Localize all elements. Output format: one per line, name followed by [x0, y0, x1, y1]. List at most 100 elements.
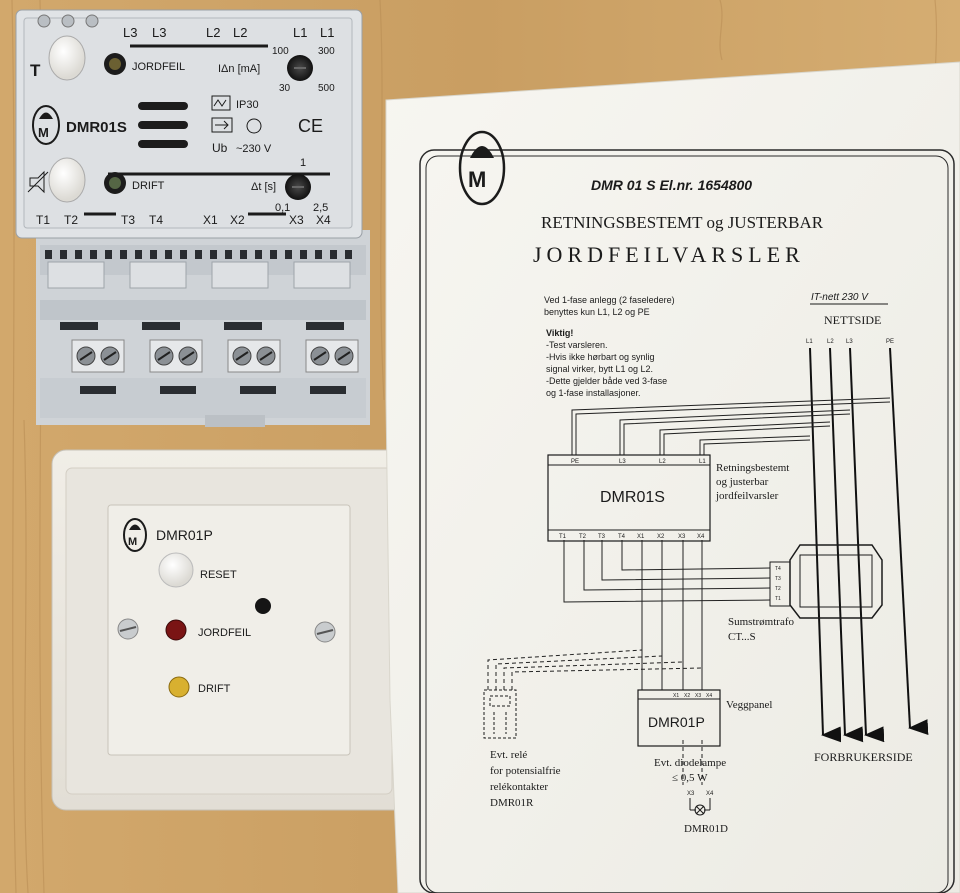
doc-viktig: og 1-fase installasjoner.	[546, 388, 641, 398]
doc-network: IT-nett 230 V	[811, 292, 869, 303]
current-transformer	[769, 544, 883, 619]
ce-mark: CE	[298, 116, 323, 136]
idn-label: IΔn [mA]	[218, 63, 260, 75]
din-bottom-terminal: X4	[316, 213, 331, 227]
dt-value: 1	[300, 157, 306, 169]
dt-label: Δt [s]	[251, 181, 276, 193]
test-button[interactable]	[48, 35, 86, 81]
terminal-screws-row	[71, 339, 359, 373]
relay-label: relékontakter	[490, 781, 548, 793]
doc-viktig: -Hvis ikke hørbart og synlig	[546, 352, 655, 362]
diagram-dmr01s-box	[547, 454, 711, 542]
panel-terminal: X2	[684, 693, 690, 699]
svg-text:M: M	[38, 125, 49, 140]
temperature-symbol-icon	[246, 118, 262, 134]
din-module: L3 L3 L2 L2 L1 L1 T JORDFEIL 100 300 IΔn…	[15, 9, 370, 427]
din-bottom-terminal: T3	[121, 213, 135, 227]
box-bottom-terminal: T2	[579, 534, 587, 540]
svg-text:M: M	[468, 167, 486, 192]
mute-button[interactable]	[48, 157, 86, 203]
box-bottom-terminal: X4	[697, 534, 705, 540]
main-conductors	[809, 347, 929, 743]
din-top-terminal: L1	[293, 25, 307, 40]
doc-nettside: NETTSIDE	[824, 313, 881, 327]
lamp-terminal: X3	[687, 791, 695, 797]
relay-symbol	[483, 689, 517, 739]
diagram-panel-name: DMR01P	[648, 714, 705, 730]
wall-panel: M DMR01P RESET JORDFEIL DRIFT	[51, 449, 409, 811]
din-bottom-terminal: T4	[149, 213, 163, 227]
dashed-wiring	[487, 649, 703, 785]
dt-value: 0,1	[275, 202, 290, 214]
doc-note: benyttes kun L1, L2 og PE	[544, 307, 650, 317]
box-bottom-terminal: X2	[657, 534, 665, 540]
diagram-box-name: DMR01S	[600, 489, 665, 506]
ub-label: Ub	[212, 141, 228, 155]
lamp-symbol-icon	[689, 798, 711, 816]
doc-forbrukerside: FORBRUKERSIDE	[814, 750, 913, 764]
doc-viktig: -Test varsleren.	[546, 340, 608, 350]
panel-terminal: X1	[673, 693, 679, 699]
ip-rating: IP30	[236, 99, 259, 111]
doc-viktig: Viktig!	[546, 328, 573, 338]
din-bottom-terminal: T2	[64, 213, 78, 227]
box-bottom-terminal: X1	[637, 534, 645, 540]
vent-slot	[138, 102, 188, 110]
relay-label: DMR01R	[490, 797, 534, 809]
box-description: jordfeilvarsler	[715, 490, 779, 502]
idn-value: 300	[318, 46, 335, 57]
box-description: Retningsbestemt	[716, 462, 789, 474]
jordfeil-label: JORDFEIL	[198, 627, 251, 639]
svg-text:M: M	[128, 536, 137, 548]
doc-viktig: signal virker, bytt L1 og L2.	[546, 364, 653, 374]
relay-label: for potensialfrie	[490, 765, 561, 777]
instruction-sheet: M DMR 01 S El.nr. 1654800 RETNINGSBESTEM…	[385, 61, 960, 893]
line-label: L3	[846, 339, 853, 345]
drift-led	[168, 676, 190, 698]
ct-terminal: T3	[775, 576, 781, 582]
din-model-name: DMR01S	[66, 119, 127, 136]
panel-label: Veggpanel	[726, 699, 772, 711]
doc-viktig: -Dette gjelder både ved 3-fase	[546, 376, 667, 386]
buzzer-hole	[255, 598, 271, 614]
din-top-terminal: L3	[152, 25, 166, 40]
ct-terminal: T1	[775, 596, 781, 602]
box-top-terminal: L3	[619, 459, 626, 465]
idn-value: 100	[272, 46, 289, 57]
panel-model-name: DMR01P	[156, 527, 213, 543]
vent-slot	[138, 140, 188, 148]
arrow-box-icon	[211, 117, 233, 133]
din-bottom-terminal: T1	[36, 213, 50, 227]
doc-header: DMR 01 S El.nr. 1654800	[591, 177, 752, 193]
ct-terminal: T4	[775, 566, 781, 572]
doc-note: Ved 1-fase anlegg (2 faseledere)	[544, 295, 675, 305]
reset-button[interactable]	[158, 552, 194, 588]
box-description: og justerbar	[716, 476, 769, 488]
box-top-terminal: PE	[571, 459, 579, 465]
bell-m-logo-icon: M	[458, 130, 506, 206]
line-label: L2	[827, 339, 834, 345]
bell-m-logo-icon: M	[32, 105, 60, 145]
panel-terminal: X3	[695, 693, 701, 699]
waveform-symbol-icon	[211, 95, 231, 111]
din-bottom-terminal: X2	[230, 213, 245, 227]
lamp-label: Evt. diodelampe	[654, 757, 726, 769]
box-bottom-terminal: T1	[559, 534, 567, 540]
din-top-terminal: L2	[233, 25, 247, 40]
jordfeil-led	[165, 619, 187, 641]
bell-m-logo-icon: M	[123, 518, 147, 552]
ct-label: Sumstrømtrafo	[728, 616, 794, 628]
wiring	[563, 397, 891, 690]
ct-terminal: T2	[775, 586, 781, 592]
din-bottom-terminal: X1	[203, 213, 218, 227]
idn-value: 500	[318, 83, 335, 94]
din-top-terminal: L2	[206, 25, 220, 40]
din-top-terminal: L1	[320, 25, 334, 40]
box-top-terminal: L1	[699, 459, 706, 465]
drift-label: DRIFT	[132, 180, 165, 192]
dt-value: 2,5	[313, 202, 328, 214]
lamp-name: DMR01D	[684, 823, 728, 835]
mute-symbol-icon	[27, 170, 49, 194]
doc-title-line2: JORDFEILVARSLER	[533, 242, 805, 267]
